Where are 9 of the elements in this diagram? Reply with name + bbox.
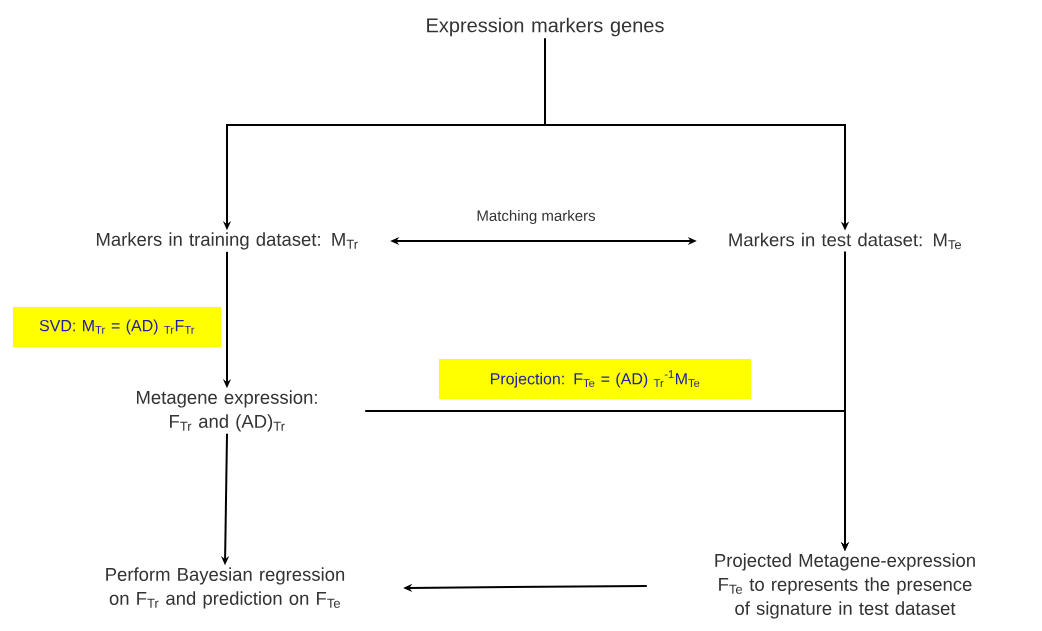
step-text: Markers in test dataset: M$_{Te}$	[729, 232, 962, 250]
heading-text: Expression markers genes	[427, 17, 664, 37]
formula-box: Projection: F$_{Te}$ = (AD) $_{Tr}$$^{-1}$M$_{Te}$	[439, 359, 751, 399]
formula-box: SVD: M$_{Tr}$ = (AD) $_{Tr}$F$_{Tr}$	[13, 307, 221, 347]
edge-label: Matching markers	[475, 209, 597, 225]
step-text: Metagene expression: F$_{Tr}$ and (AD)$_{Tr}$	[137, 390, 317, 432]
step-text: Perform Bayesian regression on F$_{Tr}$ and prediction on F$_{Te}$	[106, 567, 345, 609]
step-text: Projected Metagene-expression F$_{Te}$ to represents the presence of signature in test dataset	[715, 553, 975, 619]
step-text: Markers in training dataset: M$_{Tr}$	[96, 232, 358, 250]
